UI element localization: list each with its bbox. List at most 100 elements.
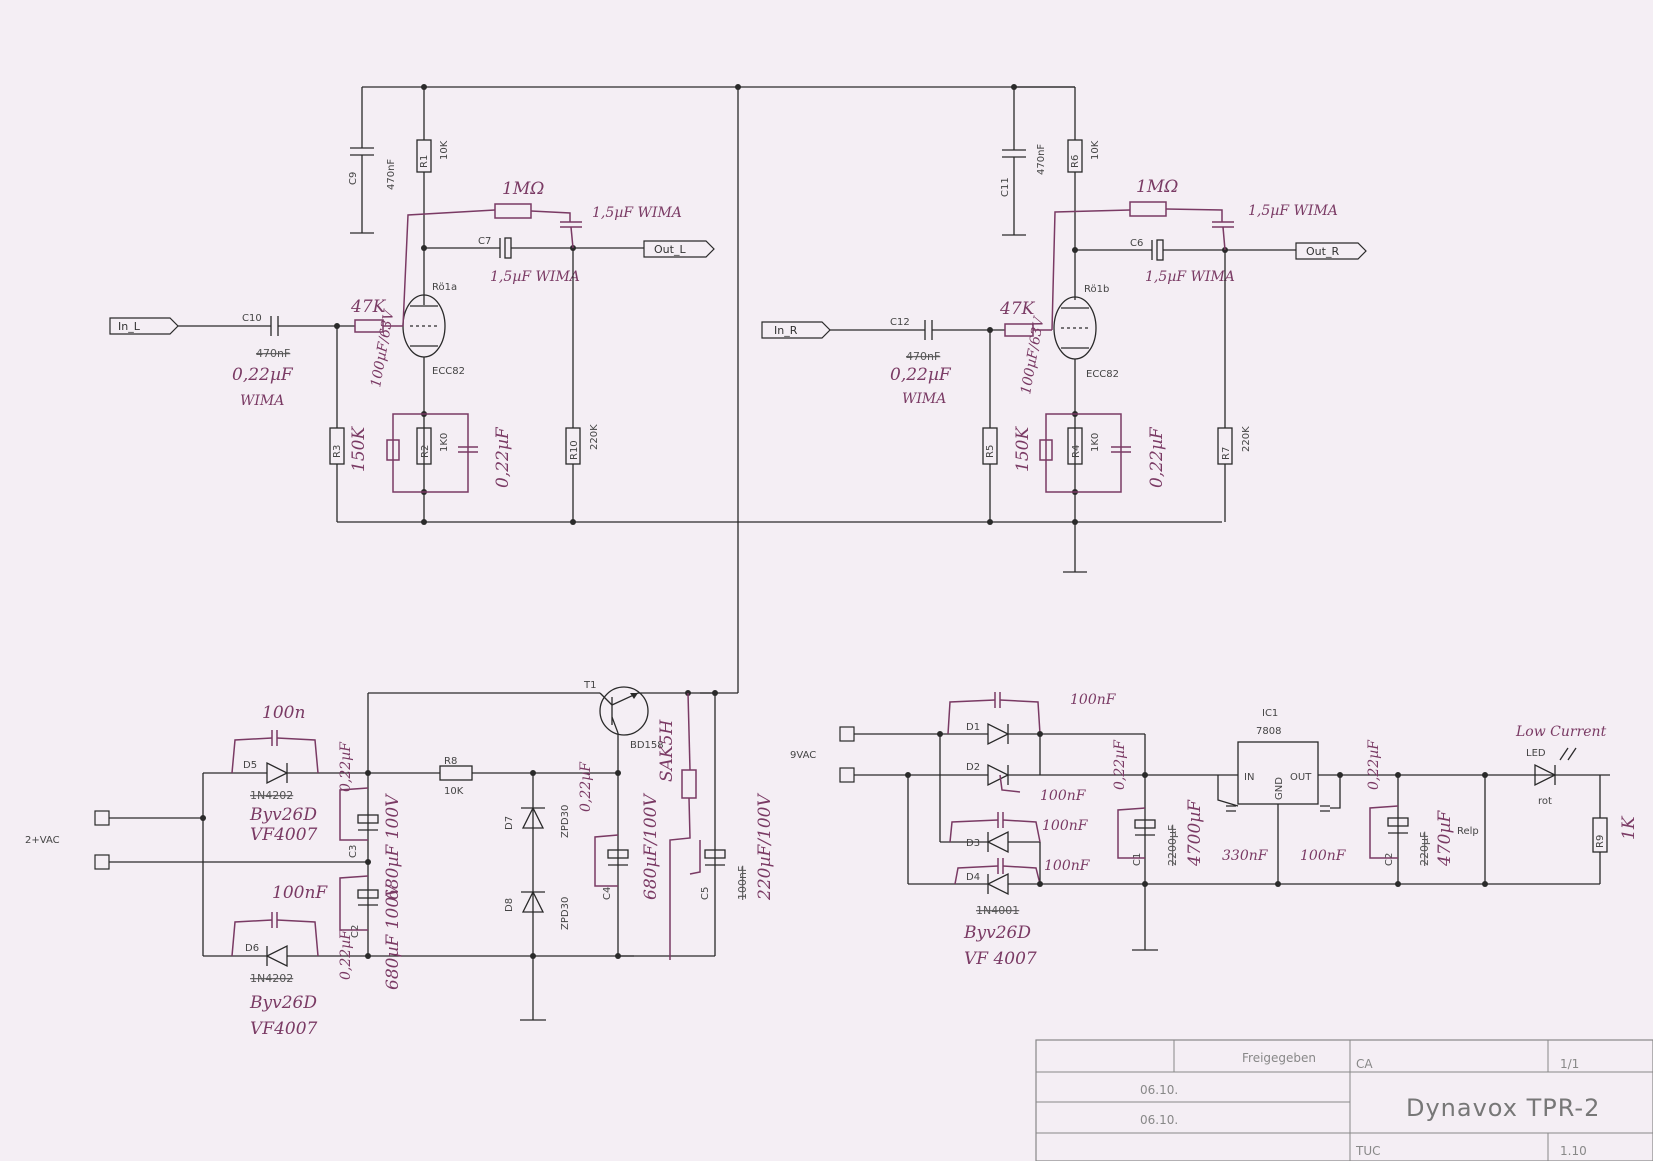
r2-ref: R2 <box>420 445 431 458</box>
out-l-label: Out_L <box>654 243 686 256</box>
c2-hv-ref: C2 <box>350 925 361 938</box>
cathode-elcap-right-value: 100µF/63V <box>1018 314 1048 396</box>
c5-value: 220µF/100V <box>755 793 775 901</box>
out-l-port[interactable] <box>643 240 715 258</box>
c1-film-value: 0,22µF <box>1112 739 1128 790</box>
c6-value: 1,5µF WIMA <box>1145 269 1235 285</box>
r3-ref: R3 <box>332 445 343 458</box>
r3-value: 150K <box>349 426 369 472</box>
t1-type: BD158 <box>630 740 664 751</box>
released-label: Freigegeben <box>1242 1051 1316 1065</box>
diode-d3 <box>986 830 1009 854</box>
d1-ref: D1 <box>966 722 980 733</box>
ic1-type: 7808 <box>1256 726 1281 737</box>
vac-aux-terminal-1[interactable] <box>839 726 855 742</box>
sheet-number: 1/1 <box>1560 1057 1579 1071</box>
ic1-out-pin: OUT <box>1290 772 1312 783</box>
in-r-port[interactable] <box>761 321 831 339</box>
vac-main-label: 2+VAC <box>25 835 60 846</box>
c12-old-value: 470nF <box>906 350 940 363</box>
r1-value: 10K <box>439 140 450 160</box>
grid-resistor-right-value: 47K <box>999 299 1036 319</box>
vac-terminal-2[interactable] <box>94 854 110 870</box>
hv-power-supply: 2+VAC D5 1N4202 Byv26D VF4007 100n D6 1N… <box>25 680 775 1039</box>
c1-ref: C1 <box>1132 853 1143 866</box>
ic1-ref: IC1 <box>1262 708 1278 719</box>
c6-ref: C6 <box>1130 238 1143 249</box>
snubber-cap-d6-value: 100nF <box>272 883 328 903</box>
snubber-cap-d3-value: 100nF <box>1042 818 1089 834</box>
c7-ref: C7 <box>478 236 491 247</box>
c4-ref: C4 <box>602 887 613 900</box>
c3-film-value: 0,22µF <box>338 741 354 792</box>
c11-ref: C11 <box>1000 177 1011 197</box>
c2-lv-film-value: 0,22µF <box>1366 739 1382 790</box>
d-new-type: Byv26D <box>963 923 1031 943</box>
snubber-cap-d4-value: 100nF <box>1044 858 1091 874</box>
r6-value: 10K <box>1090 140 1101 160</box>
c10-value: 0,22µF <box>232 365 294 385</box>
r4-value: 1K0 <box>1090 433 1101 452</box>
c3-ref: C3 <box>348 845 359 858</box>
in-l-label: In_L <box>118 320 141 333</box>
capacitor-c1 <box>1134 819 1156 829</box>
r7-value: 220K <box>1241 426 1252 452</box>
c3-value: 680µF 100V <box>383 793 403 900</box>
cathode-cap-left-value: 0,22µF <box>493 426 513 488</box>
capacitor-c2-lv <box>1387 817 1409 827</box>
capacitor-c2 <box>357 889 379 899</box>
bleeder-resistor-value: SAK5H <box>657 719 677 782</box>
c12-ref: C12 <box>890 317 910 328</box>
c12-value: 0,22µF <box>890 365 952 385</box>
d8-ref: D8 <box>504 898 515 912</box>
resistor-r4 <box>1067 427 1083 465</box>
vac-terminal-1[interactable] <box>94 810 110 826</box>
capacitor-c4 <box>607 849 629 859</box>
c12-brand: WIMA <box>902 391 946 407</box>
vac-aux-label: 9VAC <box>790 750 816 761</box>
snubber-cap-d1-value: 100nF <box>1070 692 1117 708</box>
out-r-port[interactable] <box>1295 242 1367 260</box>
diode-d2 <box>987 763 1010 787</box>
d5-alt: VF4007 <box>250 825 318 845</box>
d5-old: 1N4202 <box>250 789 293 802</box>
feedback-resistor-left <box>494 203 532 219</box>
tube-ro1b-ref: Rö1b <box>1084 284 1109 295</box>
diode-d6 <box>265 944 288 968</box>
d-alt-type: VF 4007 <box>964 949 1037 969</box>
date-1: 06.10. <box>1140 1083 1178 1097</box>
r10-ref: R10 <box>569 440 580 460</box>
d-old-type: 1N4001 <box>976 904 1019 917</box>
cathode-elcap-right <box>1039 439 1053 461</box>
zener-d8 <box>521 890 545 913</box>
b-plus-rail <box>362 84 1075 694</box>
r6-ref: R6 <box>1070 155 1081 168</box>
diode-d5 <box>266 761 289 785</box>
d8-type: ZPD30 <box>560 897 571 930</box>
transistor-t1 <box>599 686 649 736</box>
in-l-port[interactable] <box>109 317 179 335</box>
drawing-title: Dynavox TPR-2 <box>1406 1094 1600 1122</box>
c7-value: 1,5µF WIMA <box>490 269 580 285</box>
r9-value: 1K <box>1619 815 1639 840</box>
vac-aux-terminal-2[interactable] <box>839 767 855 783</box>
d6-new: Byv26D <box>249 993 317 1013</box>
r8-ref: R8 <box>444 756 457 767</box>
c2-hv-value: 680µF 100V <box>383 883 403 990</box>
out-r-label: Out_R <box>1306 245 1339 258</box>
feedback-capacitor-left-value: 1,5µF WIMA <box>592 205 682 221</box>
title-block: Freigegeben CA 1/1 06.10. 06.10. Dynavox… <box>1035 1039 1653 1161</box>
c1-old-value: 2200µF <box>1166 825 1179 866</box>
d6-alt: VF4007 <box>250 1019 318 1039</box>
d6-old: 1N4202 <box>250 972 293 985</box>
r10-value: 220K <box>589 424 600 450</box>
zener-d7 <box>521 806 545 829</box>
c2-lv-ref: C2 <box>1384 853 1395 866</box>
cathode-cap-right-value: 0,22µF <box>1147 426 1167 488</box>
r5-value: 150K <box>1013 426 1033 472</box>
d5-new: Byv26D <box>249 805 317 825</box>
right-channel: C11 470nF R6 10K C6 1,5µF WIMA Out_R R7 … <box>761 86 1367 573</box>
d4-ref: D4 <box>966 872 980 883</box>
diode-d4 <box>986 872 1009 896</box>
